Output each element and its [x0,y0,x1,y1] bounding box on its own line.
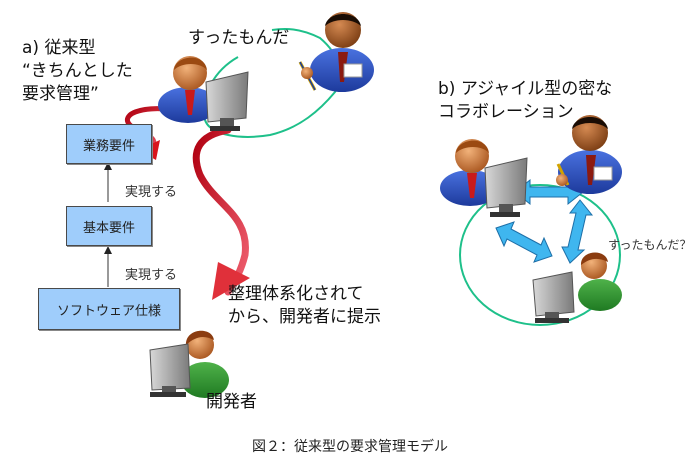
blue-double-arrow-diagonal [495,221,553,263]
left-title-line-3: 要求管理” [22,84,99,104]
right-title-line-1: b) アジャイル型の密な [438,79,613,99]
handoff-text: 整理体系化されて から、開発者に提示 [228,283,381,329]
green-collaboration-loop [459,184,621,326]
left-title-line-1: a) 従来型 [22,38,96,58]
right-title-line-2: コラボレーション [438,102,574,122]
right-panel-title: b) アジャイル型の密な コラボレーション [438,78,612,124]
box-business-requirements: 業務要件 [66,124,152,164]
connector-2-head [104,246,112,254]
box-software-spec: ソフトウェア仕様 [38,288,180,330]
handoff-line-2: から、開発者に提示 [228,307,381,327]
developer-icon-right [532,252,622,323]
red-arrowhead-2 [212,262,250,300]
label-realize-2: 実現する [125,268,178,283]
speech-text-left: すったもんだ [188,28,290,48]
speech-text-right: すったもんだ？ [608,238,692,252]
box-basic-requirements: 基本要件 [66,206,152,246]
developer-icon [149,330,229,398]
connector-1-head [104,162,112,170]
figure-caption: 図２：従来型の要求管理モデル [252,439,448,455]
blue-double-arrow-right [561,199,594,264]
person-business-icon-right [440,139,528,217]
left-panel-title: a) 従来型 “きちんとした 要求管理” [22,37,133,106]
label-realize-1: 実現する [125,185,178,200]
person-customer-icon-right [556,115,622,194]
person-customer-icon [298,12,374,92]
person-business-icon [158,56,218,123]
left-title-line-2: “きちんとした [22,61,133,81]
monitor-icon [205,71,249,131]
handoff-line-1: 整理体系化されて [228,284,364,304]
developer-label: 開発者 [206,392,257,412]
